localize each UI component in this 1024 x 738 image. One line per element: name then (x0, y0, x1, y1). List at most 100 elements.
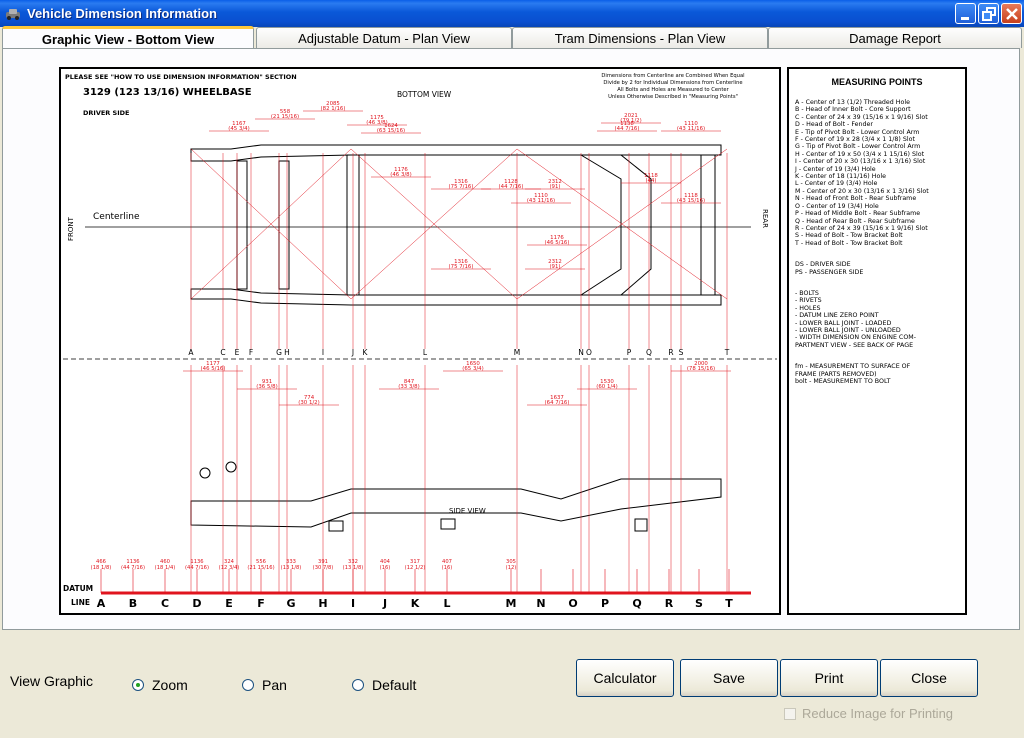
title-bar[interactable]: Vehicle Dimension Information (0, 0, 1024, 27)
point-top-N: N (578, 348, 584, 357)
svg-text:All Bolts and Holes are Measur: All Bolts and Holes are Measured to Cent… (617, 87, 729, 93)
reduce-image-checkbox[interactable]: Reduce Image for Printing (784, 706, 953, 721)
point-bottom-A: A (97, 597, 106, 610)
legend-item-6: G - Tip of Pivot Bolt - Lower Control Ar… (795, 143, 921, 151)
legend-item-17: R - Center of 24 x 39 (15/16 x 1 9/16) S… (795, 224, 928, 232)
legend-symbol-3: - DATUM LINE ZERO POINT (795, 312, 879, 320)
minimize-button[interactable] (955, 3, 976, 24)
side-view-text: SIDE VIEW (449, 507, 486, 515)
maximize-button[interactable] (978, 3, 999, 24)
point-top-S: S (679, 348, 684, 357)
mid-dim-value-3: 931 (262, 379, 272, 385)
legend-symbol-7: PARTMENT VIEW - SEE BACK OF PAGE (795, 341, 914, 349)
legend-item-13: N - Head of Front Bolt - Rear Subframe (795, 195, 917, 203)
bottom-dim-2: 1136 (126, 559, 139, 565)
wheelbase-text: 3129 (123 13/16) WHEELBASE (83, 87, 252, 98)
legend-item-3: D - Head of Bolt - Fender (795, 121, 873, 129)
view-graphic-label: View Graphic (10, 673, 94, 689)
tab-tram-dimensions[interactable]: Tram Dimensions - Plan View (512, 27, 768, 48)
bottom-dim-20: 317 (410, 559, 420, 565)
app-car-icon (6, 8, 20, 20)
point-bottom-S: S (695, 597, 703, 610)
plan-dim-frac-9: (43 15/16) (677, 198, 705, 204)
top-dim-value-4: 1624 (384, 123, 398, 129)
point-top-Q: Q (646, 348, 652, 357)
centerline-text: Centerline (93, 212, 140, 222)
point-bottom-B: B (129, 597, 137, 610)
legend-item-1: B - Head of Inner Bolt - Core Support (795, 106, 911, 114)
bottom-dim-23: (16) (442, 565, 453, 571)
bottom-dim-13: (13 1/8) (281, 565, 302, 571)
default-radio[interactable]: Default (352, 677, 416, 693)
mid-dim-value-6: 774 (304, 395, 315, 401)
point-bottom-R: R (665, 597, 674, 610)
point-bottom-J: J (382, 597, 387, 610)
mid-dim-frac-2: (78 15/16) (687, 366, 715, 372)
bottom-dim-6: 1136 (190, 559, 203, 565)
plan-dim-value-2: 1128 (504, 179, 518, 185)
point-top-G: G (276, 348, 282, 357)
plan-dim-frac-5: (46 5/16) (545, 240, 570, 246)
bottom-dim-3: (44 7/16) (121, 565, 145, 571)
top-dim-value-7: 1110 (684, 121, 698, 127)
point-top-P: P (627, 348, 632, 357)
bottom-dim-12: 333 (286, 559, 296, 565)
point-bottom-F: F (257, 597, 265, 610)
mid-dim-frac-1: (65 3/4) (462, 366, 483, 372)
rear-text: REAR (761, 209, 769, 228)
mid-dim-value-1: 1650 (466, 361, 480, 367)
save-button[interactable]: Save (680, 659, 778, 697)
pan-radio-label: Pan (262, 677, 287, 693)
zoom-radio-dot[interactable] (132, 679, 144, 691)
point-bottom-K: K (411, 597, 420, 610)
dimension-drawing[interactable]: PLEASE SEE "HOW TO USE DIMENSION INFORMA… (59, 67, 781, 615)
window-title: Vehicle Dimension Information (27, 6, 217, 21)
line-label: LINE (71, 598, 90, 607)
legend-side-0: DS - DRIVER SIDE (795, 261, 851, 269)
close-window-button[interactable] (1001, 3, 1022, 24)
zoom-radio-label: Zoom (152, 677, 188, 693)
legend-item-11: L - Center of 19 (3/4) Hole (795, 180, 878, 188)
top-dim-value-0: 2085 (326, 101, 340, 107)
plan-dim-value-9: 1118 (684, 193, 698, 199)
close-button[interactable]: Close (880, 659, 978, 697)
calculator-button[interactable]: Calculator (576, 659, 674, 697)
point-bottom-N: N (536, 597, 545, 610)
default-radio-dot[interactable] (352, 679, 364, 691)
zoom-radio[interactable]: Zoom (132, 677, 188, 693)
plan-dim-frac-2: (44 7/16) (499, 184, 524, 190)
point-top-O: O (586, 348, 592, 357)
point-bottom-T: T (725, 597, 733, 610)
diag-3 (350, 148, 518, 300)
pan-radio[interactable]: Pan (242, 677, 287, 693)
legend-side-1: PS - PASSENGER SIDE (795, 268, 864, 276)
plan-dim-frac-6: (75 7/16) (449, 264, 474, 270)
dimension-labels: 2085(82 1/16)558(21 15/16)1167(45 3/4)11… (91, 101, 715, 571)
plan-dim-value-0: 1176 (394, 167, 408, 173)
tab-damage-report[interactable]: Damage Report (768, 27, 1022, 48)
tab-graphic-view[interactable]: Graphic View - Bottom View (2, 26, 254, 49)
print-button[interactable]: Print (780, 659, 878, 697)
top-dim-value-2: 1167 (232, 121, 246, 127)
point-bottom-H: H (318, 597, 327, 610)
svg-text:Unless Otherwise Described in: Unless Otherwise Described in "Measuring… (608, 94, 738, 100)
bottom-dim-7: (44 7/16) (185, 565, 209, 571)
legend-item-4: E - Tip of Pivot Bolt - Lower Control Ar… (795, 128, 920, 136)
reduce-image-checkbox-box[interactable] (784, 707, 796, 720)
plan-dim-value-8: 1118 (644, 173, 658, 179)
mid-dim-value-0: 1177 (206, 361, 220, 367)
legend-title: MEASURING POINTS (831, 77, 923, 87)
pan-radio-dot[interactable] (242, 679, 254, 691)
legend-item-12: M - Center of 20 x 30 (13/16 x 1 3/16) S… (795, 187, 929, 195)
mid-dim-frac-7: (64 7/16) (545, 400, 570, 406)
mid-dim-frac-4: (33 3/8) (398, 384, 419, 390)
point-top-H: H (284, 348, 290, 357)
legend-item-7: H - Center of 19 x 50 (3/4 x 1 15/16) Sl… (795, 150, 925, 158)
point-bottom-Q: Q (632, 597, 641, 610)
tab-adjustable-datum[interactable]: Adjustable Datum - Plan View (256, 27, 512, 48)
datum-label: DATUM (63, 584, 93, 593)
restore-icon (982, 7, 996, 21)
bottom-view-text: BOTTOM VIEW (397, 90, 452, 99)
